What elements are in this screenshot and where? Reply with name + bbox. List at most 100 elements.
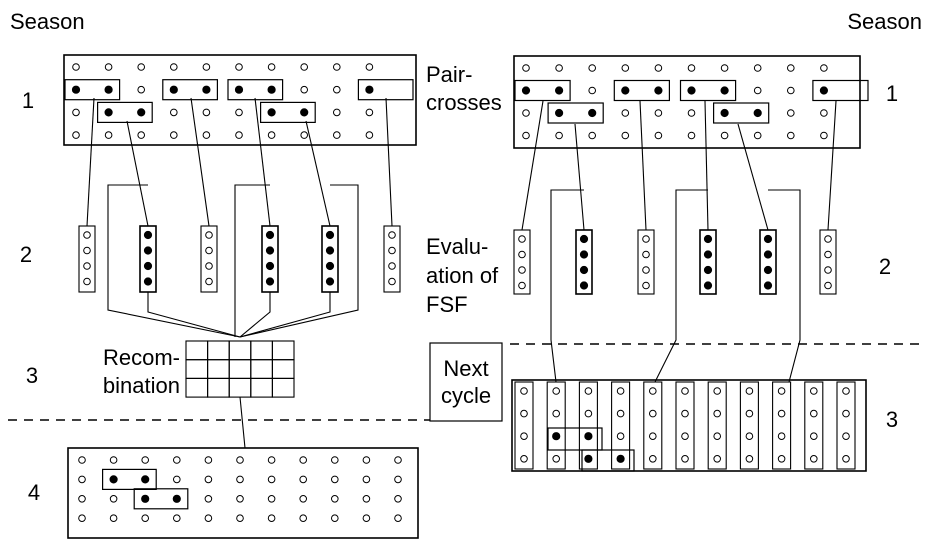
left-s2-family-plant [388, 277, 396, 286]
left-s4-plant [236, 514, 244, 523]
left-season-number-2: 2 [20, 242, 32, 267]
left-connecting-lines [86, 97, 393, 449]
right-s3-plant [777, 409, 786, 418]
right-s3-plant [745, 387, 754, 395]
left-s1-plant [137, 85, 145, 94]
left-grid-cell [228, 359, 252, 379]
left-s4-plant [236, 475, 244, 484]
right-s1-plant [654, 64, 663, 72]
right-s2-family-plant [703, 250, 713, 259]
left-grid-cell [271, 377, 295, 398]
left-s1-pair-cross-box [64, 79, 121, 101]
left-s2-family-plant [143, 277, 153, 286]
left-s1-plant [267, 63, 276, 71]
right-season-number-1: 1 [886, 81, 898, 106]
right-s3-plant [552, 455, 561, 463]
left-s4-crossed-plant [141, 494, 150, 503]
right-season1-field [513, 55, 869, 149]
left-s4-plant [362, 475, 371, 484]
left-s4-plant [331, 475, 339, 484]
right-s1-plant [588, 64, 597, 72]
right-s2-family-plant [579, 234, 589, 244]
right-s1-plant [820, 131, 828, 140]
left-s1-pair-cross-box [162, 79, 219, 101]
right-s3-cross-box [581, 449, 635, 472]
right-s3-crossed-plant [552, 432, 561, 441]
right-s2-family-plant [763, 281, 773, 290]
right-s1-plant [720, 64, 729, 72]
left-s1-plant [202, 63, 211, 71]
left-s4-plant [236, 495, 244, 503]
right-selection-bracket [654, 189, 708, 383]
left-s1-crossed-plant [267, 85, 276, 94]
right-s3-plant [713, 432, 722, 441]
left-grid-cell [250, 377, 273, 398]
left-s2-family-plant [83, 262, 91, 270]
left-s4-crossed-plant [172, 494, 181, 503]
right-s2-family-plant [703, 281, 713, 290]
left-s4-plant [299, 456, 308, 464]
right-s3-plant [584, 409, 593, 418]
right-s1-plant [753, 86, 762, 95]
left-family-to-recomb-line [239, 292, 331, 338]
left-s1-plant [170, 63, 178, 71]
right-s1-plant [820, 109, 828, 117]
right-s1-crossed-plant [819, 86, 829, 95]
left-s1-plant [72, 108, 80, 117]
left-family-to-recomb-line [147, 292, 241, 338]
right-season-header: Season [847, 9, 922, 34]
left-grid-cell [207, 377, 230, 398]
left-s1-field-border [63, 54, 417, 146]
right-s3-family-row [772, 381, 792, 470]
left-s4-plant [299, 495, 308, 503]
left-grid-cell [185, 359, 209, 379]
right-s2-family-plant [824, 235, 832, 243]
right-s1-crossed-plant [555, 86, 564, 95]
left-s1-plant [333, 85, 341, 94]
right-season-number-3: 3 [886, 407, 898, 432]
left-s2-family-plant [205, 246, 213, 255]
right-s3-plant [681, 409, 689, 418]
left-s2-family-plant [143, 230, 153, 240]
right-s1-field-border [513, 55, 861, 149]
right-s3-plant [745, 432, 754, 441]
right-season2-families [513, 229, 837, 295]
left-s2-family-plant [388, 231, 396, 239]
right-s3-family-row [611, 381, 631, 470]
left-s2-family-plant [325, 230, 335, 240]
left-s1-plant [365, 131, 374, 139]
left-selection-bracket [234, 184, 270, 337]
left-s4-plant [394, 475, 402, 484]
left-s1-plant [170, 131, 178, 139]
left-s4-plant [267, 475, 276, 484]
right-s3-plant [777, 455, 786, 463]
left-season-number-3: 3 [26, 363, 38, 388]
left-s4-plant [109, 495, 118, 503]
right-s1-pair-cross-box [712, 102, 770, 124]
left-s1-plant [104, 63, 113, 71]
right-s2-family-plant [703, 234, 713, 244]
right-s1-plant [720, 131, 729, 140]
left-grid-cell [185, 340, 209, 361]
left-s1-plant [333, 63, 341, 71]
left-s2-family-plant [83, 277, 91, 286]
left-s1-plant [72, 63, 80, 71]
right-season3-field [511, 379, 867, 472]
left-s2-family-plant [388, 262, 396, 270]
right-s1-plant [588, 131, 597, 140]
left-grid-cell [250, 359, 273, 379]
right-s3-plant [810, 432, 818, 441]
left-grid-cell [207, 359, 230, 379]
right-connecting-lines [521, 100, 837, 383]
right-cross-to-family-line [639, 100, 647, 231]
left-s1-pair-cross-box [96, 101, 153, 124]
right-s1-plant [621, 109, 630, 117]
right-s3-plant [649, 387, 657, 395]
right-s1-crossed-plant [555, 108, 564, 118]
right-s2-family-plant [518, 281, 526, 290]
right-s1-crossed-plant [521, 86, 531, 95]
left-s1-plant [235, 108, 243, 117]
left-s4-plant [204, 495, 213, 503]
left-s2-family-plant [325, 246, 335, 255]
left-s4-plant [299, 514, 308, 523]
